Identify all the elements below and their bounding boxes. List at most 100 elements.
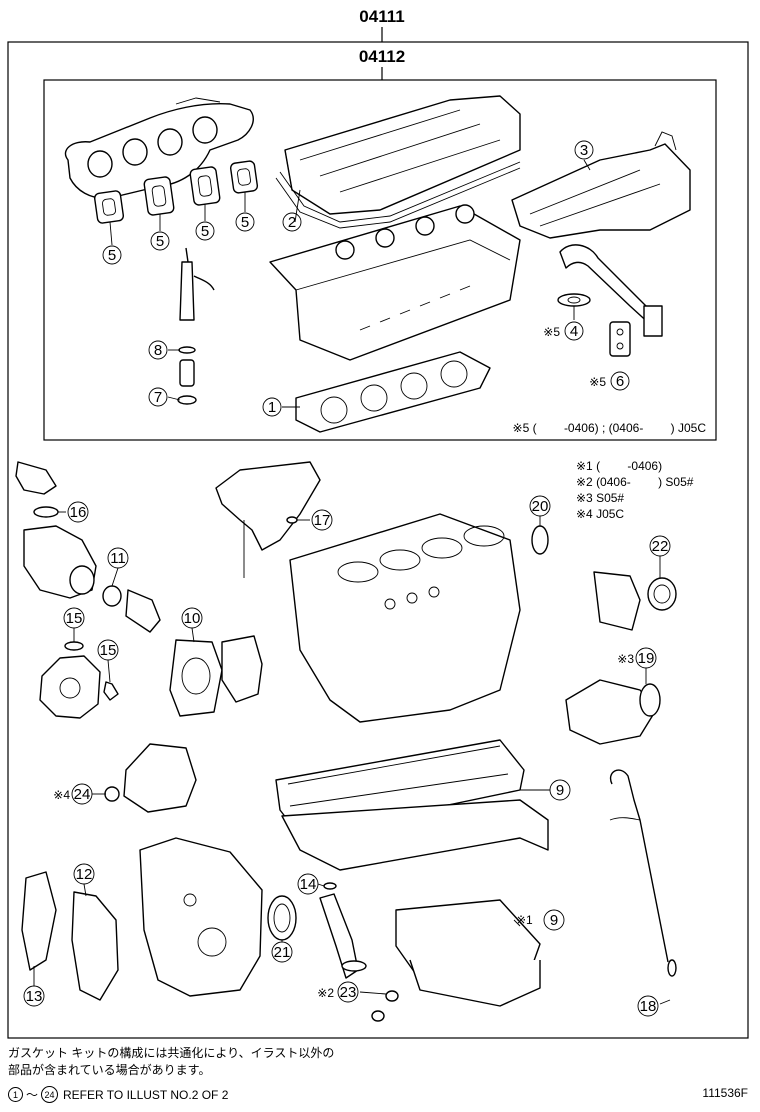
callout-9b: ※1 9 bbox=[516, 909, 565, 931]
callout-7-label: 7 bbox=[154, 389, 162, 406]
callout-19: ※3 19 bbox=[617, 647, 657, 669]
pump-cover bbox=[221, 635, 263, 703]
callout-8-label: 8 bbox=[154, 342, 162, 359]
callout-23-label: 23 bbox=[340, 984, 357, 1001]
callout-3-label: 3 bbox=[580, 142, 588, 159]
oil-dipstick bbox=[609, 769, 677, 977]
oil-pipe bbox=[557, 244, 663, 337]
o-ring-15a bbox=[64, 641, 84, 651]
o-ring-14 bbox=[323, 882, 337, 890]
callout-15a: 15 bbox=[63, 607, 85, 629]
callout-17: 17 bbox=[311, 509, 333, 531]
callout-7: 7 bbox=[148, 387, 168, 407]
o-ring-16 bbox=[33, 506, 59, 518]
legend-line-1: ※1 ( -0406) bbox=[576, 459, 662, 473]
front-housing bbox=[104, 743, 197, 813]
head-cover-gasket bbox=[275, 161, 521, 229]
upper-oil-pan bbox=[281, 799, 549, 871]
inner-frame bbox=[43, 79, 717, 441]
callout-11-label: 11 bbox=[110, 550, 126, 567]
callout-5d-label: 5 bbox=[241, 214, 249, 231]
callout-10: 10 bbox=[181, 607, 203, 629]
callout-5a-label: 5 bbox=[108, 247, 116, 264]
callout-2: 2 bbox=[282, 212, 302, 232]
timing-cover-gasket-12 bbox=[71, 891, 119, 1001]
callout-9b-mark: ※1 bbox=[516, 913, 533, 927]
callout-6-label: 6 bbox=[616, 373, 624, 390]
footer-refer-row: 1 ～ 24 REFER TO ILLUST NO.2 OF 2 bbox=[8, 1086, 228, 1103]
callout-22: 22 bbox=[649, 535, 671, 557]
cylinder-block bbox=[289, 513, 521, 723]
legend: ※1 ( -0406) ※2 (0406- ) S05# ※3 S05# ※4 … bbox=[576, 459, 694, 521]
sensor-15b bbox=[103, 681, 119, 701]
callout-20: 20 bbox=[529, 495, 551, 517]
legend-line-4: ※4 J05C bbox=[576, 507, 624, 521]
callout-10-label: 10 bbox=[184, 610, 201, 627]
callout-19-label: 19 bbox=[638, 650, 655, 667]
callout-1: 1 bbox=[262, 397, 282, 417]
inner-box-note: ※5 ( -0406) ; (0406- ) J05C bbox=[513, 421, 707, 435]
cylinder-head-gasket bbox=[295, 351, 491, 433]
leader-lines bbox=[33, 159, 671, 1005]
callout-19-mark: ※3 bbox=[617, 652, 634, 666]
callout-15b: 15 bbox=[97, 639, 119, 661]
callout-4: ※5 4 bbox=[543, 321, 584, 341]
callout-16: 16 bbox=[67, 501, 89, 523]
callout-15b-label: 15 bbox=[100, 642, 117, 659]
oil-pan-lower bbox=[395, 899, 541, 1007]
refer-text: REFER TO ILLUST NO.2 OF 2 bbox=[63, 1087, 229, 1102]
callout-5a: 5 bbox=[102, 245, 122, 265]
part-code-outer: 04111 bbox=[359, 7, 404, 26]
callout-18-label: 18 bbox=[640, 998, 657, 1015]
illustration-number: 111536F bbox=[702, 1086, 748, 1100]
callout-18: 18 bbox=[637, 995, 659, 1017]
intake-manifold bbox=[511, 131, 691, 239]
cylinder-head-cover bbox=[284, 95, 521, 215]
callout-12: 12 bbox=[73, 863, 95, 885]
legend-line-3: ※3 S05# bbox=[576, 491, 624, 505]
refer-start-callout: 1 bbox=[8, 1087, 23, 1102]
callout-6: ※5 6 bbox=[589, 371, 630, 391]
seal-retainer bbox=[593, 571, 677, 631]
callout-13: 13 bbox=[23, 985, 45, 1007]
water-pump bbox=[39, 655, 101, 719]
bracket-part bbox=[15, 461, 57, 495]
drain-plug-gasket bbox=[385, 990, 399, 1002]
callout-5b: 5 bbox=[150, 231, 170, 251]
callout-8: 8 bbox=[148, 340, 168, 360]
timing-cover bbox=[139, 837, 263, 997]
callout-5c-label: 5 bbox=[201, 223, 209, 240]
thermostat-housing bbox=[215, 461, 321, 578]
exhaust-manifold bbox=[64, 97, 254, 199]
callout-3: 3 bbox=[574, 140, 594, 160]
callout-13-label: 13 bbox=[26, 988, 43, 1005]
callout-9a: 9 bbox=[549, 779, 571, 801]
callout-5b-label: 5 bbox=[156, 233, 164, 250]
callout-16-label: 16 bbox=[70, 504, 87, 521]
callout-14-label: 14 bbox=[300, 876, 317, 893]
callout-5c: 5 bbox=[195, 221, 215, 241]
callout-15a-label: 15 bbox=[66, 610, 83, 627]
callout-12-label: 12 bbox=[76, 866, 93, 883]
callout-6-mark: ※5 bbox=[589, 375, 606, 389]
callout-14: 14 bbox=[297, 873, 319, 895]
inlet-housing bbox=[565, 679, 661, 745]
callout-24-mark: ※4 bbox=[53, 788, 70, 802]
callout-4-label: 4 bbox=[570, 323, 578, 340]
legend-line-2: ※2 (0406- ) S05# bbox=[576, 475, 694, 489]
water-outlet-housing bbox=[23, 525, 97, 599]
hose-fitting bbox=[125, 589, 161, 633]
callout-9b-label: 9 bbox=[550, 912, 558, 929]
drain-plug bbox=[371, 1010, 385, 1022]
callout-5d: 5 bbox=[235, 212, 255, 232]
callout-21: 21 bbox=[271, 941, 293, 963]
callout-24-label: 24 bbox=[74, 786, 91, 803]
callout-11: 11 bbox=[107, 547, 129, 569]
footer-japanese-line-2: 部品が含まれている場合があります。 bbox=[8, 1063, 211, 1077]
callout-20-label: 20 bbox=[532, 498, 549, 515]
callout-23-mark: ※2 bbox=[317, 986, 334, 1000]
callout-4-mark: ※5 bbox=[543, 325, 560, 339]
callout-21-label: 21 bbox=[274, 944, 291, 961]
gasket-6 bbox=[609, 321, 631, 357]
